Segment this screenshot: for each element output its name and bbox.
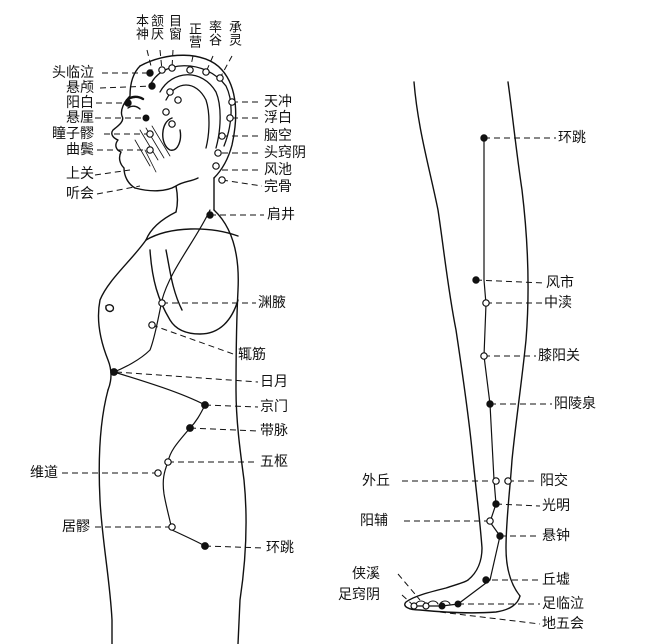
label-diwuhui: 地五会: [542, 616, 584, 632]
label-wushu: 五枢: [260, 454, 288, 470]
label-daimai: 带脉: [260, 423, 288, 439]
label-zhongdu: 中渎: [544, 295, 572, 311]
back-outline: [213, 209, 247, 644]
label-muchuang: 目窗: [166, 14, 181, 40]
leg-front: [413, 81, 483, 581]
label-yangjiao: 阳交: [540, 473, 568, 489]
label-tongziliao: 瞳子髎: [52, 126, 94, 142]
neck-front: [175, 185, 179, 213]
label-xiaxi: 侠溪: [352, 566, 380, 582]
label-yanglingquan: 阳陵泉: [554, 396, 596, 412]
label-xuanli: 悬厘: [66, 110, 94, 126]
label-weidao: 维道: [30, 465, 58, 481]
label-juliao: 居髎: [62, 519, 90, 535]
label-chengling: 承灵: [226, 20, 241, 46]
label-yangfu: 阳辅: [360, 513, 388, 529]
label-hanyan: 颔厌: [148, 14, 163, 40]
label-benshen: 本神: [133, 14, 148, 40]
label-tianchong: 天冲: [264, 94, 292, 110]
label-qubin: 曲鬓: [66, 142, 94, 158]
label-fengshi: 风市: [546, 275, 574, 291]
label-fengchi: 风池: [264, 162, 292, 178]
cheek-shade: [134, 125, 171, 173]
label-qiuxu: 丘墟: [542, 572, 570, 588]
label-xuanlu: 悬颅: [66, 80, 94, 96]
label-toulinqi: 头临泣: [52, 65, 94, 81]
label-guangming: 光明: [542, 498, 570, 514]
label-waiqiu: 外丘: [362, 473, 390, 489]
label-yangbai: 阳白: [66, 95, 94, 111]
toes: [415, 600, 451, 605]
label-fubai: 浮白: [264, 110, 292, 126]
label-jianjing: 肩井: [267, 207, 295, 223]
label-riyue: 日月: [260, 374, 288, 390]
label-huantiao-leg: 环跳: [558, 130, 586, 146]
head-outline: [139, 54, 237, 179]
label-huantiao-trunk: 环跳: [266, 540, 294, 556]
brow: [125, 95, 145, 102]
label-zhejin: 辄筋: [238, 347, 266, 363]
jaw-line: [134, 177, 199, 192]
ear: [162, 117, 182, 151]
label-jingmen: 京门: [260, 399, 288, 415]
face-profile: [111, 65, 141, 189]
label-wangu: 完骨: [264, 179, 292, 195]
leg-back: [505, 81, 529, 597]
label-zhengying: 正营: [186, 22, 201, 48]
label-shuaigu: 率谷: [206, 20, 221, 46]
label-tinghui: 听会: [66, 186, 94, 202]
label-naokong: 脑空: [264, 128, 292, 144]
nipple: [105, 304, 115, 313]
eye: [127, 105, 141, 110]
label-zulinqi: 足临泣: [542, 596, 584, 612]
belly-front: [98, 389, 113, 644]
shoulder: [145, 211, 177, 241]
label-xiyangguan: 膝阳关: [538, 348, 580, 364]
label-zuqiaoyin: 足窍阴: [338, 587, 380, 603]
label-shangguan: 上关: [66, 166, 94, 182]
label-yuanye: 渊腋: [258, 295, 286, 311]
label-touqiaoyin: 头窍阴: [264, 145, 306, 161]
chest-front: [97, 239, 147, 391]
foot: [404, 579, 521, 614]
arm-outline: [145, 228, 239, 335]
label-xuanzhong: 悬钟: [542, 528, 570, 544]
arm-inner: [165, 249, 183, 311]
